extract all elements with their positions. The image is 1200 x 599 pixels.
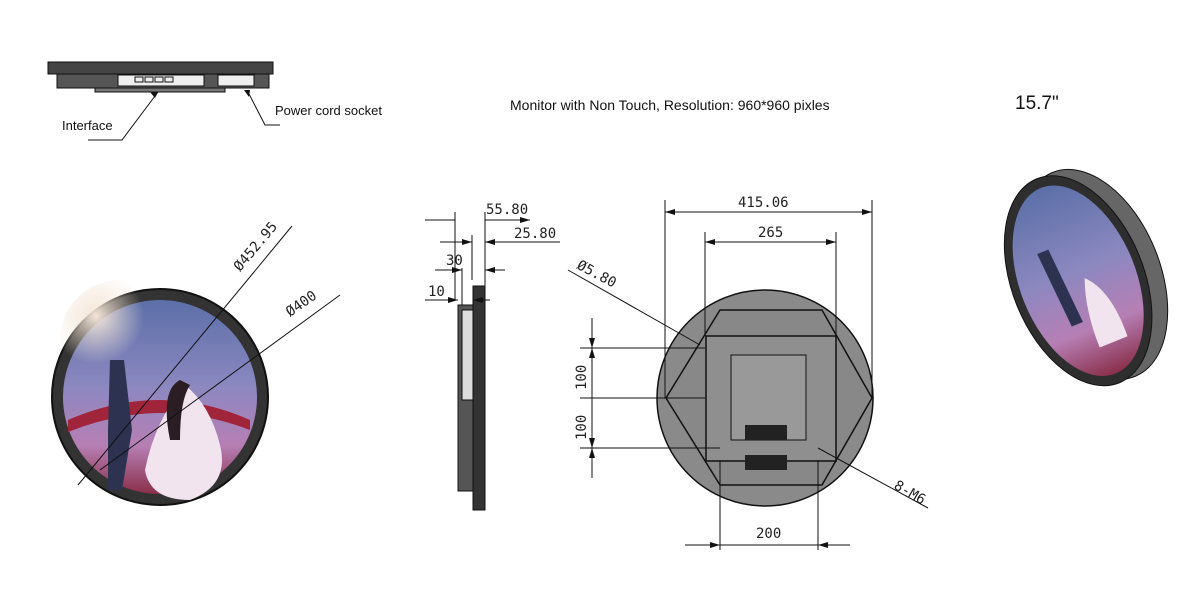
vesa-vertical-2: 100	[574, 415, 590, 440]
screen-size: 15.7"	[1015, 93, 1059, 114]
depth-55-80: 55.80	[486, 202, 528, 218]
inner-width-label: 265	[758, 225, 783, 241]
power-socket	[217, 74, 255, 87]
interface-label: Interface	[62, 118, 113, 133]
top-view: Interface Power cord socket	[47, 61, 382, 141]
power-cord-label: Power cord socket	[275, 103, 382, 118]
depth-25-80: 25.80	[514, 226, 556, 242]
back-view: 415.06 265 Ø5.80 100 100 8-M6 200	[567, 195, 929, 550]
screen-diameter-label: Ø400	[283, 288, 320, 320]
depth-30: 30	[446, 253, 463, 269]
depth-10: 10	[428, 284, 445, 300]
side-view: 55.80 25.80 30 10	[425, 202, 560, 511]
perspective-view	[1003, 168, 1169, 387]
back-width-label: 415.06	[738, 195, 789, 211]
screw-spec-label: 8-M6	[891, 478, 928, 509]
vesa-horizontal-label: 200	[756, 526, 781, 542]
vesa-vertical-1: 100	[574, 365, 590, 390]
front-view: Ø452.95 Ø400	[51, 219, 341, 506]
outer-diameter-label: Ø452.95	[231, 219, 281, 274]
interface-ports	[117, 74, 205, 87]
monitor-description: Monitor with Non Touch, Resolution: 960*…	[510, 97, 830, 113]
